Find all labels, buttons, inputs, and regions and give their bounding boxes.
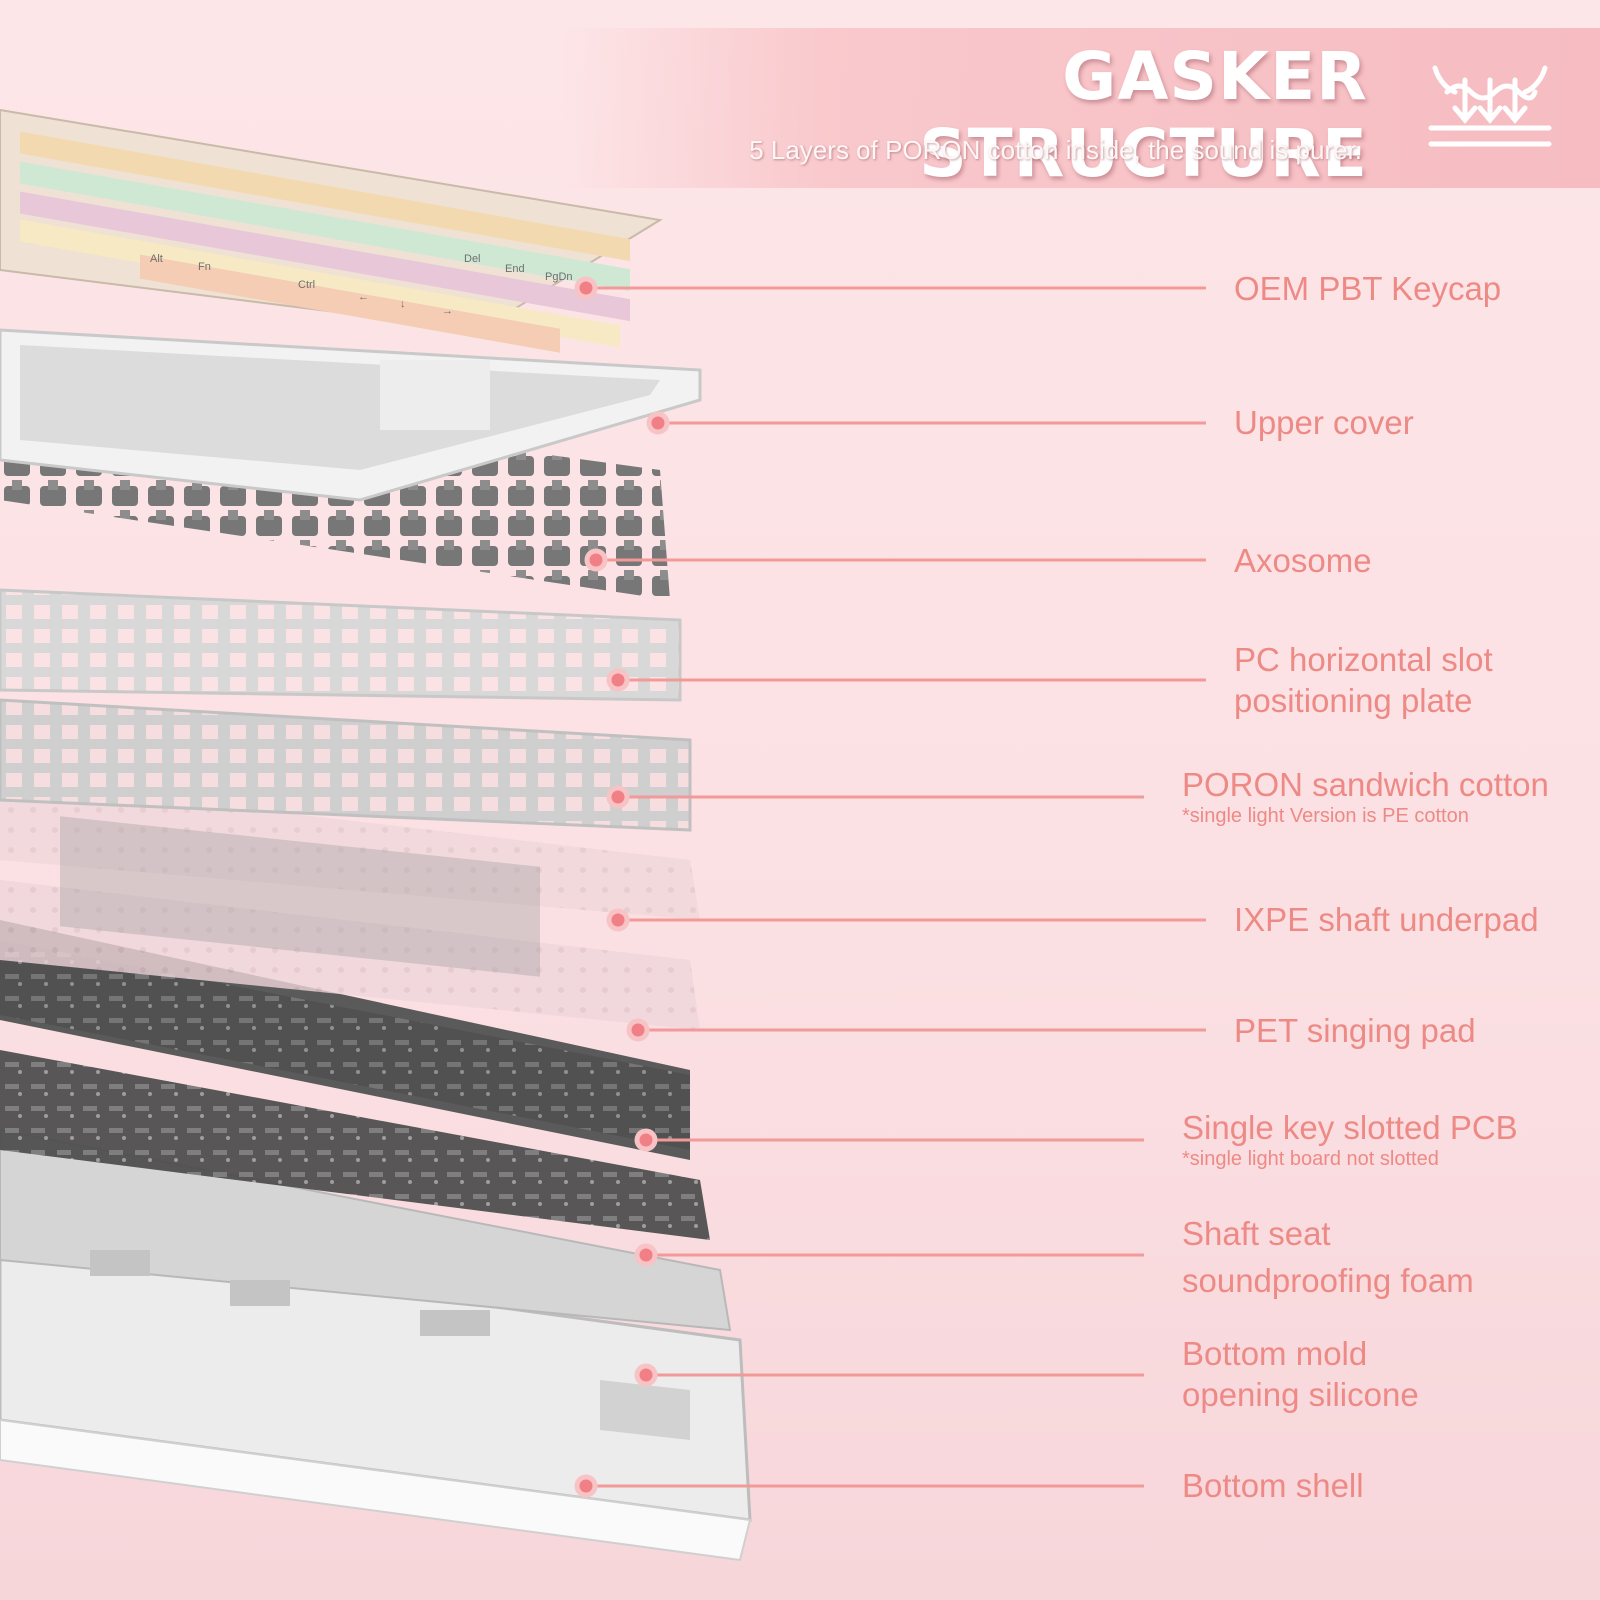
label-pc-plate: PC horizontal slot positioning plate	[1234, 639, 1493, 721]
keycap-left-arrow-label: ←	[358, 291, 369, 303]
label-upper-cover: Upper cover	[1234, 404, 1414, 441]
note-poron-cotton: *single light Version is PE cotton	[1182, 805, 1469, 827]
leader-dot-poron	[606, 785, 630, 809]
leader-dot-ixpe	[606, 908, 630, 932]
label-slotted-pcb-text: Single key slotted PCB	[1182, 1109, 1518, 1146]
leader-dot-axosome	[584, 548, 608, 572]
label-bottom-silicone: Bottom mold opening silicone	[1182, 1333, 1419, 1415]
label-pc-plate-line2: positioning plate	[1234, 682, 1473, 719]
label-shaft-seat-foam: Shaft seat soundproofing foam	[1182, 1210, 1474, 1304]
label-slotted-pcb: Single key slotted PCB *single light boa…	[1182, 1107, 1518, 1170]
page-title: GASKER STRUCTURE	[919, 38, 1368, 192]
leader-dot-foam	[634, 1243, 658, 1267]
label-shaft-seat-foam-line2: soundproofing foam	[1182, 1262, 1474, 1299]
label-poron-cotton-text: PORON sandwich cotton	[1182, 766, 1549, 803]
leader-dot-silicone	[634, 1363, 658, 1387]
label-shaft-seat-foam-line1: Shaft seat	[1182, 1215, 1331, 1252]
keycap-end-label: End	[505, 263, 525, 275]
sound-wave-layers-icon	[1428, 65, 1552, 147]
leader-dot-keycap	[574, 276, 598, 300]
keycap-legends: Alt Fn Ctrl Del End PgDn ← ↓ →	[150, 253, 573, 317]
bottom-silicone-layer	[0, 1128, 732, 1336]
poron-layer	[0, 698, 692, 832]
positioning-plate-layer	[0, 588, 682, 702]
label-poron-cotton: PORON sandwich cotton *single light Vers…	[1182, 764, 1549, 827]
label-bottom-silicone-line1: Bottom mold	[1182, 1335, 1368, 1372]
leader-dot-pet	[626, 1018, 650, 1042]
page-subtitle: 5 Layers of PORON cotton inside, the sou…	[749, 135, 1362, 165]
keycap-fn-label: Fn	[198, 261, 211, 273]
leader-dot-upper-cover	[646, 411, 670, 435]
leader-dot-pcb	[634, 1128, 658, 1152]
keycap-del-label: Del	[464, 253, 481, 265]
label-bottom-silicone-line2: opening silicone	[1182, 1376, 1419, 1413]
keycap-ctrl-label: Ctrl	[298, 279, 315, 291]
label-oem-pbt-keycap: OEM PBT Keycap	[1234, 270, 1502, 307]
label-pc-plate-line1: PC horizontal slot	[1234, 641, 1493, 678]
keycap-right-arrow-label: →	[442, 305, 453, 317]
shaft-seat-foam-layer	[0, 1050, 710, 1240]
pet-pad-layer	[0, 880, 700, 1030]
label-pet-singing-pad: PET singing pad	[1234, 1012, 1476, 1049]
label-ixpe-underpad: IXPE shaft underpad	[1234, 901, 1539, 938]
keycap-down-arrow-label: ↓	[400, 298, 406, 310]
leader-dot-shell	[574, 1474, 598, 1498]
upper-cover-layer	[0, 328, 702, 502]
note-slotted-pcb: *single light board not slotted	[1182, 1148, 1439, 1170]
label-bottom-shell: Bottom shell	[1182, 1467, 1364, 1504]
keycap-layer	[0, 108, 663, 353]
label-axosome: Axosome	[1234, 542, 1372, 579]
title-banner	[560, 28, 1600, 188]
leader-dot-plate	[606, 668, 630, 692]
keycap-pgdn-label: PgDn	[545, 271, 573, 283]
keycap-alt-label: Alt	[150, 253, 163, 265]
ixpe-layer	[0, 780, 700, 920]
